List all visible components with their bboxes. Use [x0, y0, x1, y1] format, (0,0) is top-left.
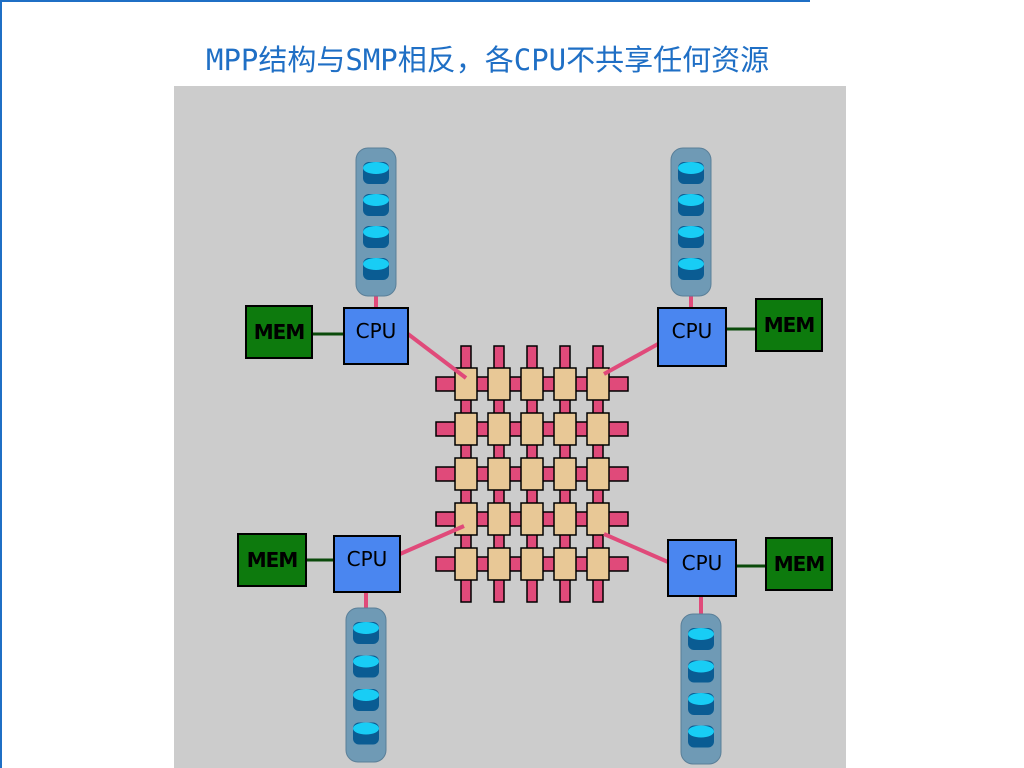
disk-cylinder-top — [678, 258, 704, 270]
left-rule — [0, 0, 2, 768]
cpu-link-top-left — [406, 332, 468, 380]
disk-cylinder-top — [678, 194, 704, 206]
disk-cylinder-top — [353, 622, 379, 634]
slide-title: MPP结构与SMP相反，各CPU不共享任何资源 — [206, 43, 770, 77]
cpu-label: CPU — [682, 551, 723, 575]
disk-cylinder-top — [353, 722, 379, 735]
cpu-link-top-right — [603, 342, 659, 376]
mpp-diagram: MEM CPU MEM CPU MEM CPU MEM CPU — [174, 86, 846, 768]
cpu-box — [657, 307, 727, 367]
fabric-switch-node — [520, 457, 544, 491]
disk-cylinder-top — [353, 655, 379, 668]
disk-cylinder-top — [363, 226, 389, 238]
disk-cylinder-top — [688, 628, 714, 640]
fabric-switch-node — [553, 457, 577, 491]
disk-cylinder-top — [688, 660, 714, 673]
mem-label: MEM — [254, 320, 305, 344]
fabric-switch-node — [586, 412, 610, 446]
mem-box — [765, 537, 833, 591]
cpu-box — [667, 539, 737, 597]
fabric-switch-node — [586, 457, 610, 491]
cpu-link-bottom-left — [399, 524, 465, 556]
disk-cylinder-top — [688, 693, 714, 705]
disk-cylinder-top — [363, 258, 389, 270]
cpu-label: CPU — [356, 319, 397, 343]
disk-cylinder-top — [688, 725, 714, 738]
fabric-switch-node — [520, 547, 544, 581]
fabric-switch-node — [553, 547, 577, 581]
disk-stack — [670, 147, 712, 297]
cpu-link-bottom-right — [603, 532, 669, 564]
node-bottom-left: MEM CPU — [237, 533, 401, 763]
fabric-switch-node — [487, 412, 511, 446]
cpu-box — [333, 535, 401, 593]
fabric-switch-node — [520, 502, 544, 536]
node-top-left: MEM CPU — [245, 147, 409, 365]
fabric-switch-node — [487, 502, 511, 536]
fabric-switch-node — [520, 412, 544, 446]
fabric-switch-node — [454, 547, 478, 581]
disk-cylinder-top — [678, 226, 704, 238]
cpu-label: CPU — [347, 547, 388, 571]
fabric-switch-node — [553, 502, 577, 536]
mem-label: MEM — [247, 548, 298, 572]
node-top-right: MEM CPU — [657, 147, 823, 367]
disk-stack — [355, 147, 397, 297]
fabric-switch-node — [487, 457, 511, 491]
disk-stack — [345, 607, 387, 763]
node-bottom-right: MEM CPU — [667, 537, 833, 765]
disk-stack — [680, 613, 722, 765]
fabric-switch-node — [553, 367, 577, 401]
disk-cylinder-top — [363, 194, 389, 206]
mem-box — [245, 305, 313, 359]
disk-cylinder-top — [353, 689, 379, 701]
cpu-label: CPU — [672, 319, 713, 343]
interconnect-fabric — [435, 345, 629, 603]
fabric-switch-node — [487, 547, 511, 581]
fabric-switch-node — [454, 412, 478, 446]
top-rule — [0, 0, 810, 2]
mem-label: MEM — [764, 313, 815, 337]
fabric-switch-node — [586, 547, 610, 581]
cpu-fabric-links — [399, 332, 669, 564]
fabric-switch-node — [553, 412, 577, 446]
fabric-switch-node — [487, 367, 511, 401]
fabric-switch-node — [454, 457, 478, 491]
mem-box — [755, 298, 823, 352]
mpp-diagram-svg: MEM CPU MEM CPU MEM CPU MEM CPU — [237, 147, 833, 765]
mem-box — [237, 533, 307, 587]
fabric-switch-node — [520, 367, 544, 401]
fabric-switch-node — [586, 502, 610, 536]
cpu-box — [343, 307, 409, 365]
fabric-switch-node — [586, 367, 610, 401]
disk-cylinder-top — [678, 162, 704, 174]
mem-label: MEM — [774, 552, 825, 576]
disk-cylinder-top — [363, 162, 389, 174]
